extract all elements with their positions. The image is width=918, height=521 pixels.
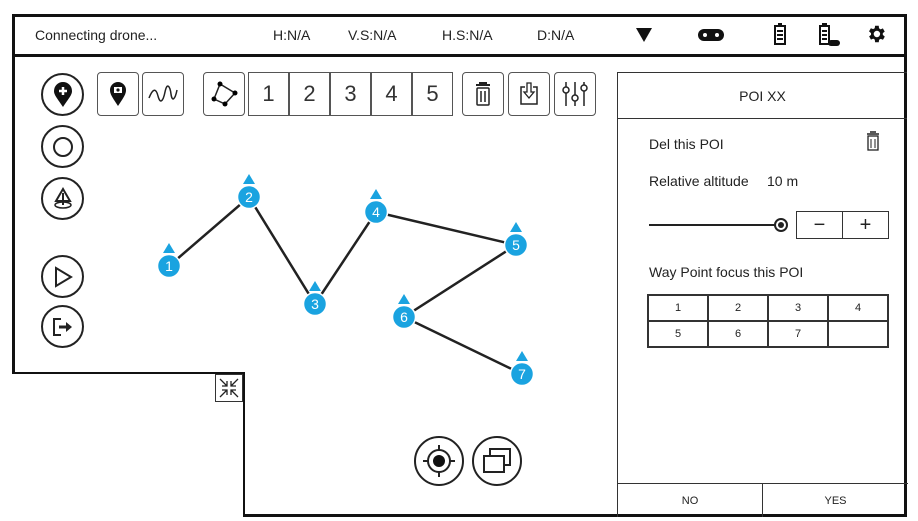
signal-icon[interactable] <box>635 27 653 43</box>
decrease-button[interactable]: − <box>797 212 843 238</box>
waypoint-number-button-2[interactable]: 2 <box>289 72 330 116</box>
no-button[interactable]: NO <box>618 483 763 517</box>
focus-cell[interactable]: 7 <box>768 321 828 347</box>
add-location-icon <box>53 81 72 107</box>
del-poi-trash-icon[interactable] <box>866 131 880 151</box>
waypoint-marker-3[interactable]: 3 <box>302 281 328 317</box>
adjust-settings-button[interactable] <box>554 72 596 116</box>
waypoint-label: 6 <box>400 309 408 325</box>
heading-arrow-icon <box>370 189 382 199</box>
waypoint-label: 4 <box>372 204 380 220</box>
waypoint-marker-7[interactable]: 7 <box>509 351 535 387</box>
height-readout: H:N/A <box>273 27 311 43</box>
locate-button[interactable] <box>414 436 464 486</box>
distance-readout: D:N/A <box>537 27 575 43</box>
waypoint-label: 2 <box>245 189 253 205</box>
focus-cell[interactable]: 6 <box>708 321 768 347</box>
waypoint-number-button-4[interactable]: 4 <box>371 72 412 116</box>
polyline-path-button[interactable] <box>203 72 245 116</box>
exit-button[interactable] <box>41 305 84 348</box>
layers-icon <box>483 448 511 473</box>
locate-target-icon <box>423 445 455 477</box>
focus-cell[interactable]: 4 <box>828 295 888 321</box>
connection-status: Connecting drone... <box>35 27 158 43</box>
poi-panel: POI XX Del this POI Relative altitude 10… <box>617 72 908 517</box>
heading-arrow-icon <box>516 351 528 361</box>
download-button[interactable] <box>508 72 550 116</box>
switch-view-button[interactable] <box>472 436 522 486</box>
horizontal-speed-readout: H.S:N/A <box>442 27 493 43</box>
trash-icon <box>476 82 490 106</box>
focus-cell[interactable] <box>828 321 888 347</box>
altitude-value: 10 m <box>767 173 799 189</box>
download-icon <box>520 82 538 105</box>
altitude-label: Relative altitude <box>649 173 749 189</box>
focus-cell[interactable]: 5 <box>648 321 708 347</box>
altitude-stepper[interactable]: − + <box>796 211 889 239</box>
waypoint-number-button-3[interactable]: 3 <box>330 72 371 116</box>
waypoint-number-button-1[interactable]: 1 <box>248 72 289 116</box>
waypoint-marker-1[interactable]: 1 <box>156 243 182 279</box>
wave-icon <box>148 85 178 102</box>
takeoff-icon <box>53 186 72 209</box>
del-poi-label: Del this POI <box>649 136 724 152</box>
camera-preview[interactable] <box>12 372 245 517</box>
altitude-slider-thumb[interactable] <box>774 218 788 232</box>
controller-battery-icon <box>819 23 840 46</box>
heading-arrow-icon <box>510 222 522 232</box>
curve-path-button[interactable] <box>142 72 184 116</box>
takeoff-button[interactable] <box>41 177 84 220</box>
yes-button[interactable]: YES <box>763 483 908 517</box>
focus-cell[interactable]: 2 <box>708 295 768 321</box>
settings-gear-icon[interactable] <box>865 23 887 45</box>
sliders-icon <box>562 82 588 106</box>
waypoint-label: 3 <box>311 296 319 312</box>
status-bar: Connecting drone... H:N/A V.S:N/A H.S:N/… <box>12 14 907 57</box>
polyline-icon <box>211 81 238 107</box>
increase-button[interactable]: + <box>859 213 872 236</box>
waypoint-marker-2[interactable]: 2 <box>236 174 262 210</box>
add-poi-button[interactable] <box>41 73 84 116</box>
vertical-speed-readout: V.S:N/A <box>348 27 397 43</box>
collapse-button[interactable] <box>215 374 243 402</box>
camera-location-icon <box>110 82 126 106</box>
focus-label: Way Point focus this POI <box>649 264 804 280</box>
focus-cell[interactable]: 1 <box>648 295 708 321</box>
controller-icon[interactable] <box>697 27 725 43</box>
exit-icon <box>52 317 72 336</box>
heading-arrow-icon <box>163 243 175 253</box>
heading-arrow-icon <box>309 281 321 291</box>
circle-icon <box>52 136 73 157</box>
record-button[interactable] <box>41 125 84 168</box>
start-mission-button[interactable] <box>41 255 84 298</box>
waypoint-marker-6[interactable]: 6 <box>391 294 417 330</box>
panel-title: POI XX <box>618 73 907 119</box>
heading-arrow-icon <box>398 294 410 304</box>
flight-path <box>168 195 523 376</box>
drone-battery-icon <box>774 23 786 45</box>
waypoint-number-button-5[interactable]: 5 <box>412 72 453 116</box>
focus-cell[interactable]: 3 <box>768 295 828 321</box>
collapse-arrows-icon <box>219 378 239 398</box>
waypoint-label: 5 <box>512 237 520 253</box>
waypoint-label: 7 <box>518 366 526 382</box>
delete-button[interactable] <box>462 72 504 116</box>
waypoint-label: 1 <box>165 258 173 274</box>
camera-poi-button[interactable] <box>97 72 139 116</box>
play-icon <box>54 265 73 288</box>
waypoint-marker-5[interactable]: 5 <box>503 222 529 258</box>
heading-arrow-icon <box>243 174 255 184</box>
altitude-slider[interactable] <box>649 224 783 226</box>
waypoint-marker-4[interactable]: 4 <box>363 189 389 225</box>
